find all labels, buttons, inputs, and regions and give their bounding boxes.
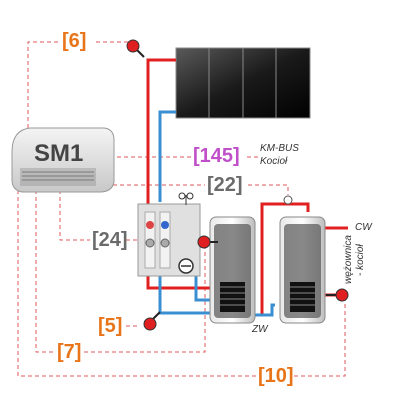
label-6: [6]	[62, 30, 87, 52]
label-22: [22]	[207, 174, 243, 196]
cw-label: CW	[355, 222, 372, 233]
solar-pump-station	[137, 192, 201, 277]
sm1-controller	[11, 127, 115, 193]
valve-22	[283, 195, 293, 205]
label-10: [10]	[258, 365, 294, 387]
sensor-5-icon	[143, 311, 161, 331]
wezownica-label: wężownica	[343, 235, 354, 284]
zw-label: ZW	[252, 324, 268, 335]
label-24: [24]	[92, 229, 128, 251]
solar-tank	[209, 216, 256, 324]
kmbus-label: KM-BUS	[260, 143, 299, 154]
sensor-tank-top-icon	[197, 235, 218, 249]
solar-collector	[175, 47, 311, 119]
label-5: [5]	[98, 315, 123, 337]
label-145: [145]	[193, 145, 240, 167]
sensor-6-icon	[126, 39, 145, 58]
kociol2-label: - kocioł	[355, 244, 366, 276]
sensor-10-icon	[326, 288, 349, 302]
kociol-label: Kocioł	[260, 156, 288, 167]
dhw-tank	[279, 216, 326, 324]
controller-label: SM1	[34, 140, 84, 167]
label-7: [7]	[57, 341, 82, 363]
